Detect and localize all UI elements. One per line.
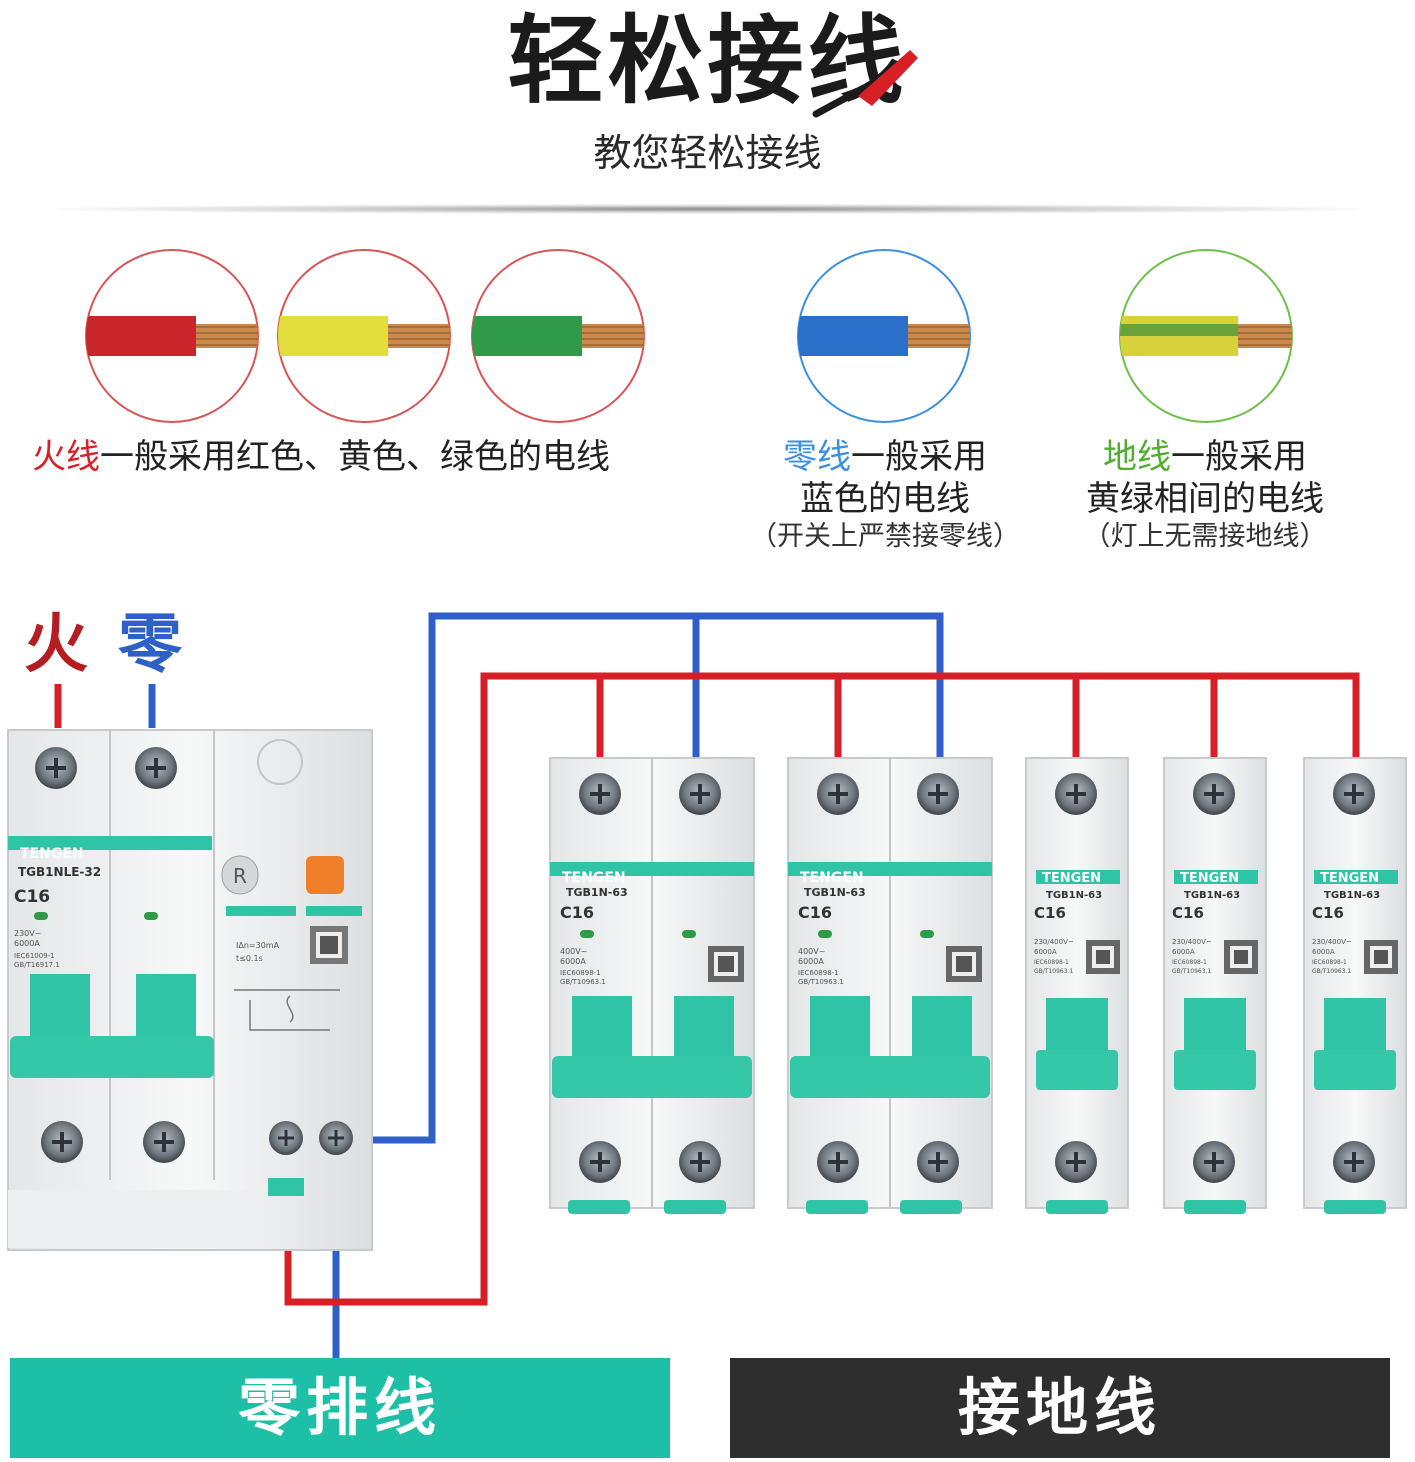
neutral-wire-name: 零线 <box>783 437 851 477</box>
branch-2-standard-1: IEC60898-1 <box>798 969 839 977</box>
blue-wire-sample <box>797 249 971 423</box>
test-button[interactable] <box>306 856 344 894</box>
main-brand: TENGEN <box>20 846 84 862</box>
live-wire-desc: 一般采用红色、黄色、绿色的电线 <box>100 437 610 477</box>
live-wire-caption: 火线一般采用红色、黄色、绿色的电线 <box>32 436 692 478</box>
branch-5-handle[interactable] <box>1324 998 1386 1050</box>
branch-3-brand: TENGEN <box>1042 871 1101 886</box>
branch-4-brand: TENGEN <box>1180 871 1239 886</box>
branch-3-handle[interactable] <box>1046 998 1108 1050</box>
branch-1-handle-right[interactable] <box>674 996 734 1058</box>
branch-4-standard-1: IEC60898-1 <box>1172 959 1207 966</box>
screwdriver-icon <box>812 50 918 118</box>
branch-2-handle-bar[interactable] <box>790 1056 990 1098</box>
branch-5-brand: TENGEN <box>1320 871 1379 886</box>
branch-5-rating: C16 <box>1312 904 1344 922</box>
neutral-wire-desc-2: 蓝色的电线 <box>800 479 970 519</box>
test-button-label: R <box>233 864 247 888</box>
main-trip-time: t≤0.1s <box>236 954 263 963</box>
branch-2-standard-2: GB/T10963.1 <box>798 978 844 986</box>
main-handle-bar[interactable] <box>10 1036 214 1078</box>
branch-5-handle-bar[interactable] <box>1314 1050 1396 1090</box>
branch-1-standard-1: IEC60898-1 <box>560 969 601 977</box>
branch-5-standard-2: GB/T10963.1 <box>1312 968 1351 975</box>
branch-1-handle-bar[interactable] <box>552 1056 752 1098</box>
branch-4-standard-2: GB/T10963.1 <box>1172 968 1211 975</box>
branch-breaker-3[interactable]: TENGEN TGB1N-63 C16 230/400V~ 6000A IEC6… <box>1025 757 1129 1214</box>
page-title: 轻松接线 <box>0 6 1415 116</box>
main-leak-current: IΔn=30mA <box>236 941 280 950</box>
branch-2-brand: TENGEN <box>800 870 864 886</box>
branch-1-capacity: 6000A <box>560 957 586 966</box>
header-divider <box>60 204 1355 214</box>
ground-wire-note: （灯上无需接地线） <box>1083 521 1327 552</box>
live-wire-name: 火线 <box>32 437 100 477</box>
branch-5-standard-1: IEC60898-1 <box>1312 959 1347 966</box>
branch-4-capacity: 6000A <box>1172 948 1195 956</box>
neutral-input-label: 零 <box>118 608 182 682</box>
main-standard-1: IEC61009-1 <box>14 952 55 960</box>
main-voltage: 230V~ <box>14 929 41 938</box>
yellow-wire-sample <box>277 249 451 423</box>
red-bus-wire <box>54 672 1360 1306</box>
branch-1-standard-2: GB/T10963.1 <box>560 978 606 986</box>
red-wire-sample <box>85 249 259 423</box>
main-rcbo-breaker[interactable]: TENGEN TGB1NLE-32 C16 230V~ 6000A IEC610… <box>7 729 373 1251</box>
ground-wire-caption: 地线一般采用 黄绿相间的电线 （灯上无需接地线） <box>1060 436 1350 554</box>
branch-1-rating: C16 <box>560 903 594 922</box>
yellow-green-wire-sample <box>1119 249 1293 423</box>
main-handle-right[interactable] <box>136 974 196 1036</box>
branch-4-model: TGB1N-63 <box>1184 890 1240 901</box>
branch-5-capacity: 6000A <box>1312 948 1335 956</box>
branch-1-brand: TENGEN <box>562 870 626 886</box>
branch-3-model: TGB1N-63 <box>1046 890 1102 901</box>
branch-breaker-1[interactable]: TENGEN TGB1N-63 C16 400V~ 6000A IEC60898… <box>549 757 755 1214</box>
wire-samples <box>85 249 1293 423</box>
main-capacity: 6000A <box>14 939 40 948</box>
main-model: TGB1NLE-32 <box>18 865 101 879</box>
branch-3-standard-2: GB/T10963.1 <box>1034 968 1073 975</box>
branch-1-model: TGB1N-63 <box>566 886 628 899</box>
branch-4-handle-bar[interactable] <box>1174 1050 1256 1090</box>
branch-1-handle-left[interactable] <box>572 996 632 1058</box>
branch-breaker-2[interactable]: TENGEN TGB1N-63 C16 400V~ 6000A IEC60898… <box>787 757 993 1214</box>
main-standard-2: GB/T16917.1 <box>14 961 60 969</box>
page-subtitle: 教您轻松接线 <box>593 131 822 175</box>
neutral-bar-banner: 零排线 <box>10 1358 670 1458</box>
branch-2-rating: C16 <box>798 903 832 922</box>
branch-2-model: TGB1N-63 <box>804 886 866 899</box>
branch-3-rating: C16 <box>1034 904 1066 922</box>
branch-5-model: TGB1N-63 <box>1324 890 1380 901</box>
branch-3-standard-1: IEC60898-1 <box>1034 959 1069 966</box>
ground-bar-banner: 接地线 <box>730 1358 1390 1458</box>
neutral-bar-label: 零排线 <box>237 1371 442 1444</box>
title-text: 轻松接线 <box>507 5 908 117</box>
branch-2-voltage: 400V~ <box>798 947 825 956</box>
branch-2-capacity: 6000A <box>798 957 824 966</box>
branch-2-handle-left[interactable] <box>810 996 870 1058</box>
branch-1-voltage: 400V~ <box>560 947 587 956</box>
branch-breaker-4[interactable]: TENGEN TGB1N-63 C16 230/400V~ 6000A IEC6… <box>1163 757 1267 1214</box>
ground-bar-label: 接地线 <box>957 1371 1162 1444</box>
main-rating: C16 <box>14 887 50 907</box>
branch-2-handle-right[interactable] <box>912 996 972 1058</box>
live-input-label: 火 <box>24 608 88 682</box>
ground-wire-desc-2: 黄绿相间的电线 <box>1086 479 1324 519</box>
green-wire-sample <box>471 249 645 423</box>
neutral-wire-caption: 零线一般采用 蓝色的电线 （开关上严禁接零线） <box>740 436 1030 554</box>
branch-4-handle[interactable] <box>1184 998 1246 1050</box>
branch-3-voltage: 230/400V~ <box>1034 938 1074 946</box>
branch-4-voltage: 230/400V~ <box>1172 938 1212 946</box>
ground-wire-desc-1: 一般采用 <box>1171 437 1307 477</box>
branch-4-rating: C16 <box>1172 904 1204 922</box>
ground-wire-name: 地线 <box>1103 437 1171 477</box>
neutral-wire-desc-1: 一般采用 <box>851 437 987 477</box>
branch-breaker-5[interactable]: TENGEN TGB1N-63 C16 230/400V~ 6000A IEC6… <box>1303 757 1407 1214</box>
neutral-wire-note: （开关上严禁接零线） <box>750 521 1020 552</box>
branch-3-handle-bar[interactable] <box>1036 1050 1118 1090</box>
branch-5-voltage: 230/400V~ <box>1312 938 1352 946</box>
branch-3-capacity: 6000A <box>1034 948 1057 956</box>
wiring-diagram: TENGEN TGB1NLE-32 C16 230V~ 6000A IEC610… <box>7 612 1407 1360</box>
main-handle-left[interactable] <box>30 974 90 1036</box>
